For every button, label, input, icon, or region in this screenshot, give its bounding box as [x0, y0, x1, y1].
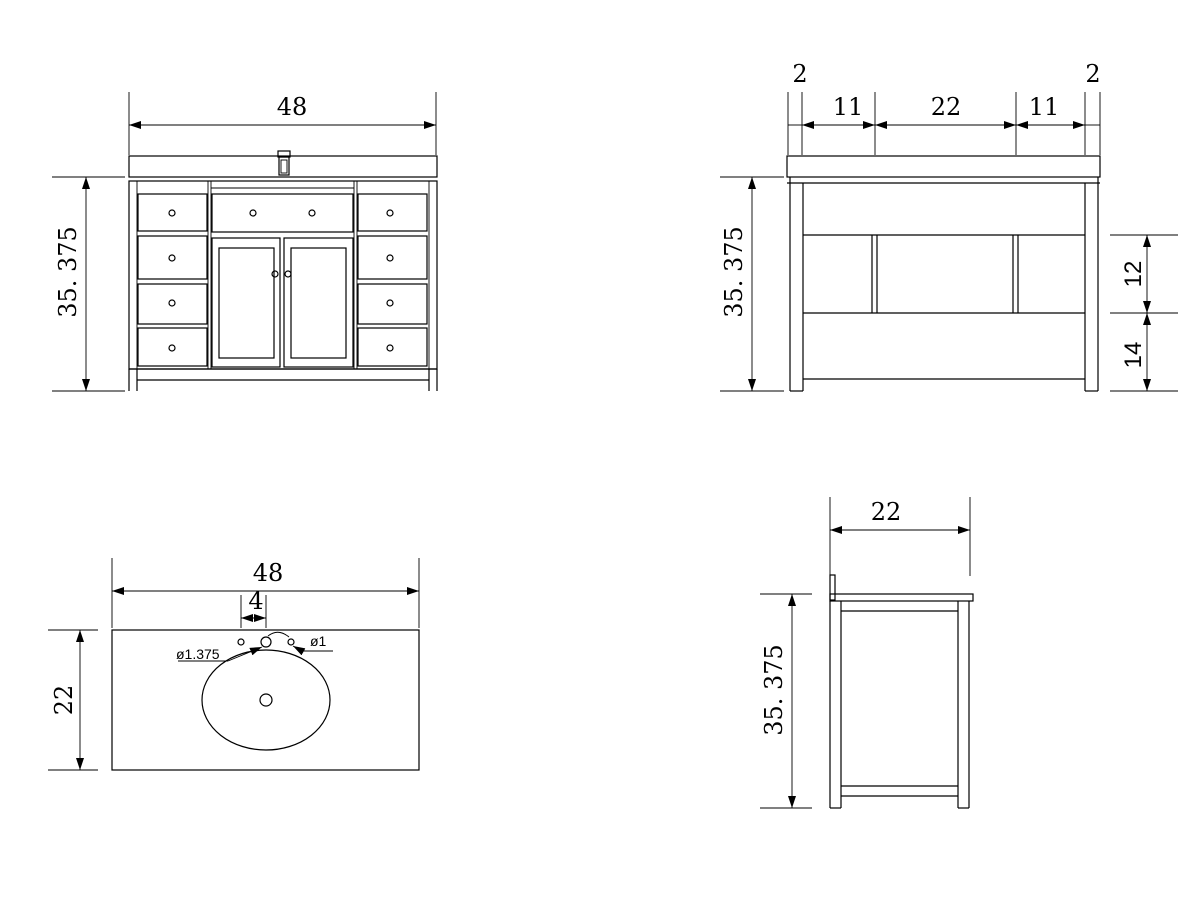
front-left-drawers [137, 193, 208, 367]
side-profile [829, 574, 974, 809]
back-view: 2 2 11 22 11 35. 375 12 14 [720, 60, 1178, 392]
top-depth-dimension: 22 [48, 629, 98, 771]
front-width-label: 48 [277, 93, 308, 121]
back-height-dimension: 35. 375 [720, 176, 784, 392]
front-view: 48 35. 375 [52, 92, 438, 392]
back-right-offset-label: 2 [1085, 60, 1100, 88]
large-hole-label: ø1.375 [176, 646, 220, 662]
back-left-bay-label: 11 [833, 93, 864, 121]
back-left-offset-label: 2 [792, 60, 807, 88]
front-width-dimension: 48 [128, 92, 437, 155]
front-right-drawers [357, 193, 428, 367]
side-view: 22 35. 375 [760, 497, 974, 809]
side-height-label: 35. 375 [760, 644, 788, 736]
back-right-bay-label: 11 [1029, 93, 1060, 121]
front-cabinet-body [128, 180, 438, 391]
front-height-dimension: 35. 375 [52, 176, 125, 392]
back-lower-rail-label: 14 [1120, 342, 1147, 369]
top-countertop [111, 629, 420, 771]
top-hole-spacing-dimension: 4 [240, 587, 267, 628]
small-hole-label: ø1 [310, 633, 327, 649]
side-depth-dimension: 22 [829, 497, 971, 576]
top-hole-callouts: ø1.375 ø1 [176, 631, 333, 662]
back-width-dimensions: 2 2 11 22 11 [787, 60, 1101, 155]
back-upper-rail-label: 12 [1120, 261, 1147, 288]
side-depth-label: 22 [871, 498, 902, 526]
back-frame [786, 155, 1101, 392]
top-width-label: 48 [253, 559, 284, 587]
back-rail-dimensions: 12 14 [1110, 234, 1178, 392]
front-height-label: 35. 375 [54, 226, 82, 318]
side-height-dimension: 35. 375 [760, 593, 812, 809]
top-view: 48 4 22 ø1.375 [48, 558, 420, 771]
back-height-label: 35. 375 [720, 226, 748, 318]
top-width-dimension: 48 [111, 558, 420, 628]
front-countertop [128, 150, 438, 178]
front-center-section [211, 187, 354, 368]
top-depth-label: 22 [50, 685, 78, 716]
back-center-bay-label: 22 [931, 93, 962, 121]
top-hole-spacing-label: 4 [248, 587, 263, 615]
